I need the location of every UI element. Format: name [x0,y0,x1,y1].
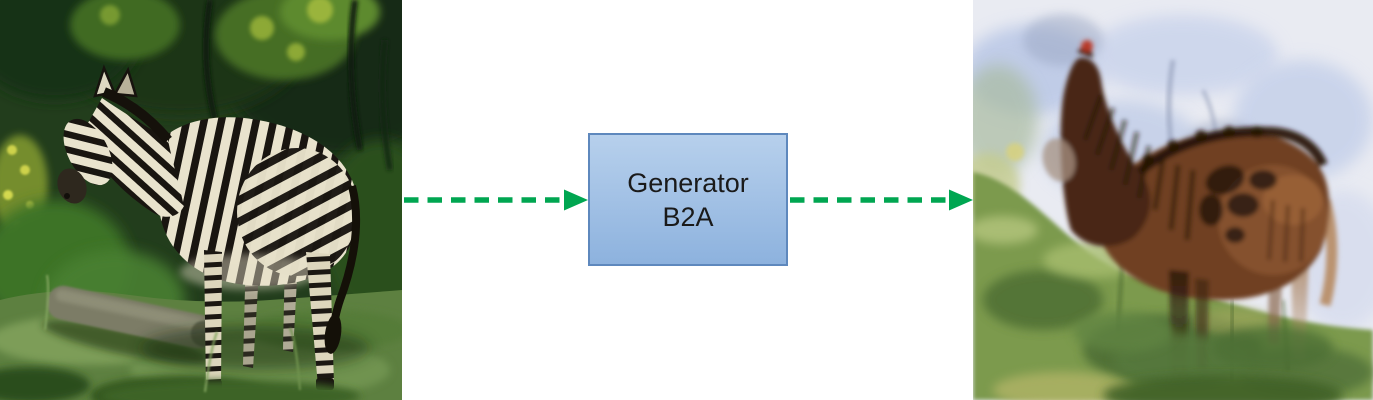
arrow-generator-to-output-icon [790,189,973,211]
generator-label-line1: Generator [627,167,749,198]
input-zebra-image [0,0,402,400]
generator-b2a-box: Generator B2A [588,133,788,266]
arrow-input-to-generator-icon [404,189,588,211]
output-generated-horse-image [973,0,1373,400]
generator-label-line2: B2A [662,201,714,232]
